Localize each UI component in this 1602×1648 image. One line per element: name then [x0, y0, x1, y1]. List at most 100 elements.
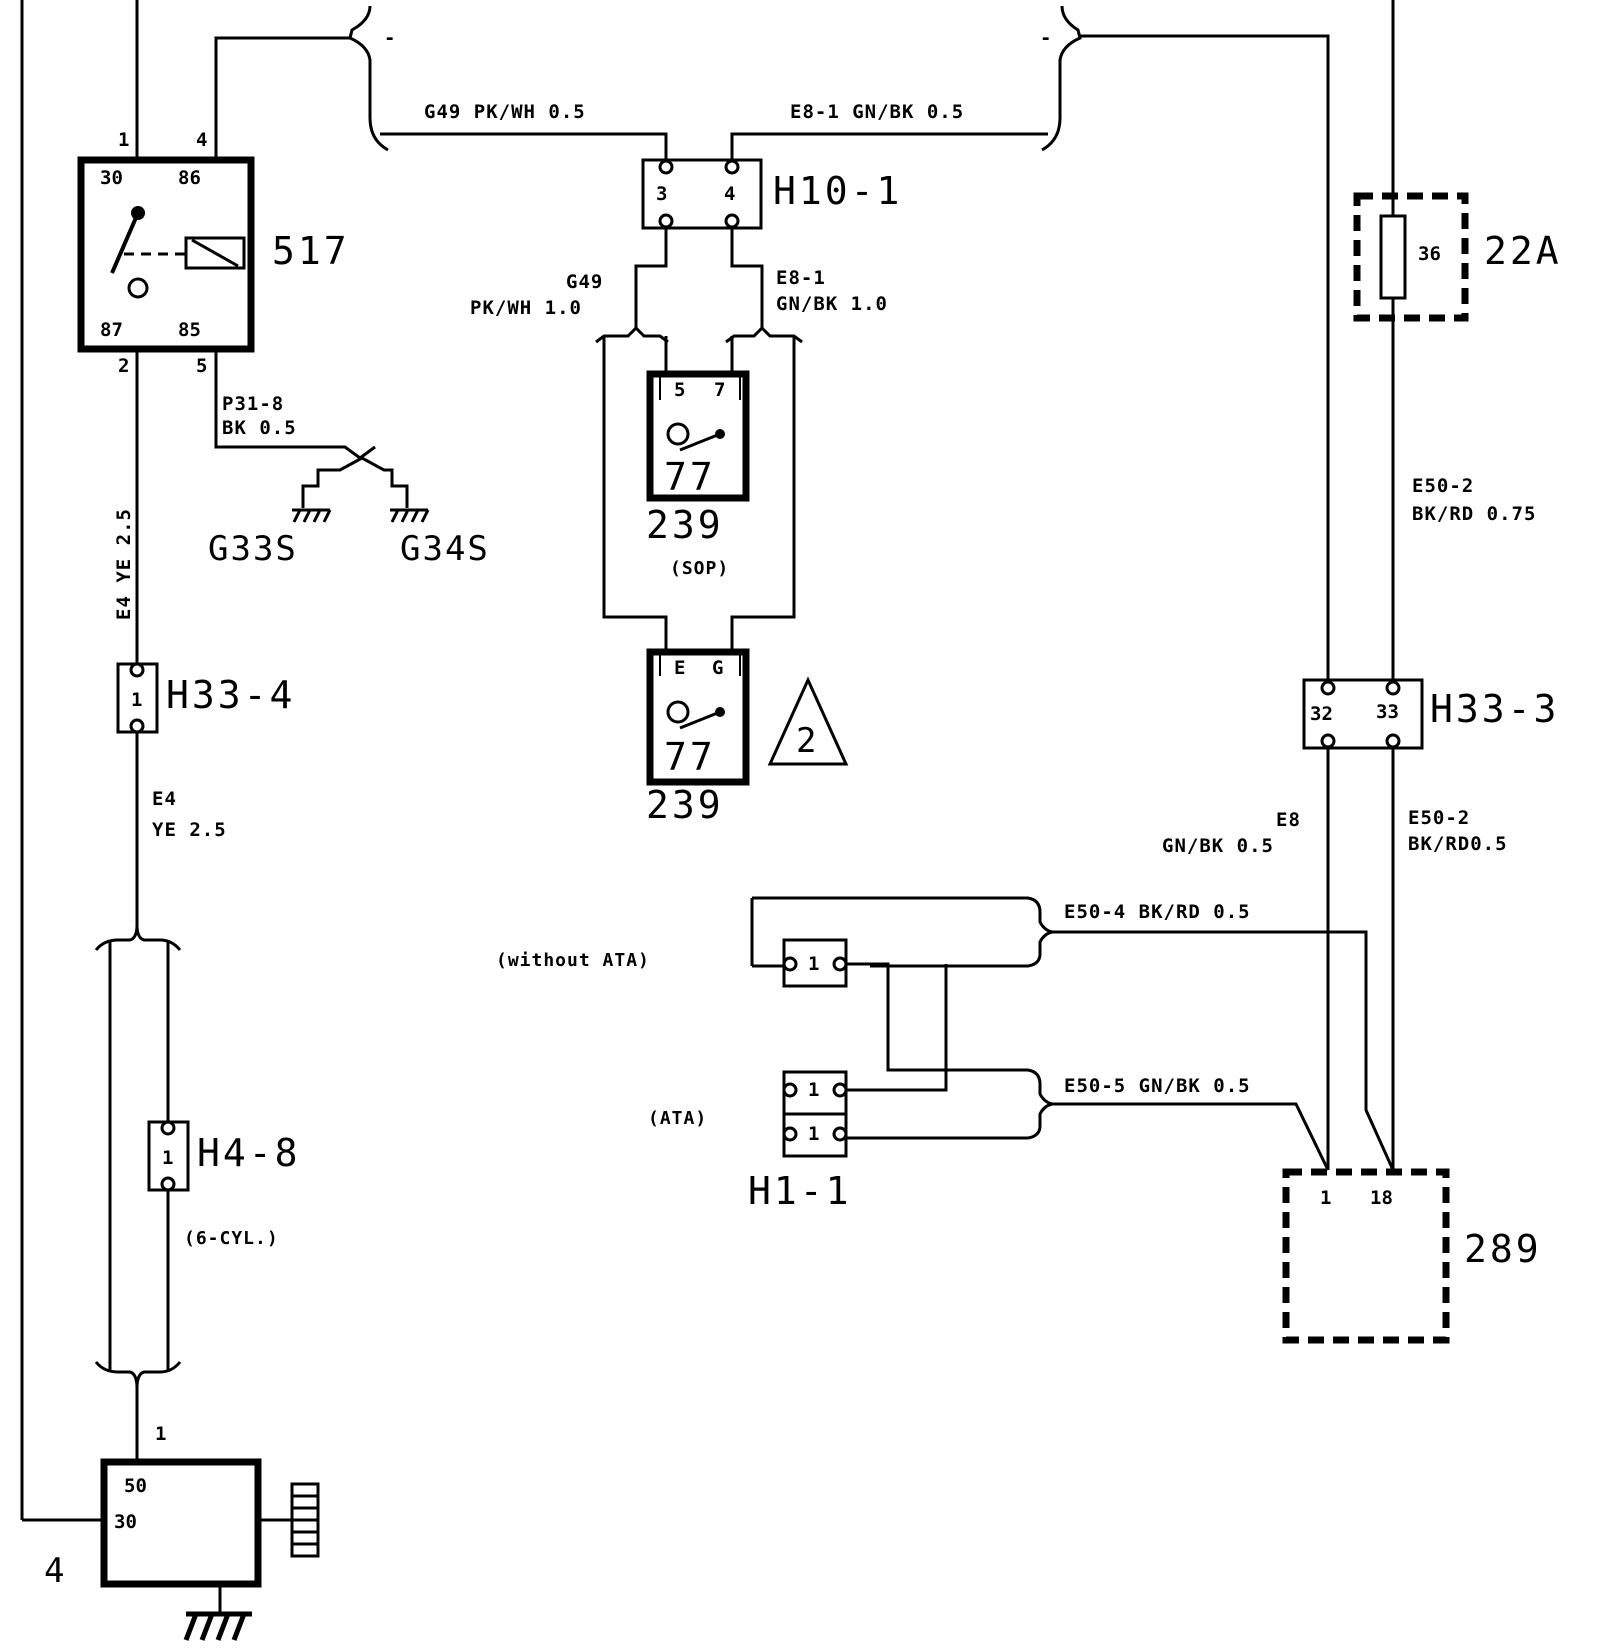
- relay-517-conn-1: 1: [118, 129, 129, 151]
- starter-4-box: [100, 1458, 262, 1588]
- switch-239-sop-inner: 77: [664, 455, 716, 499]
- relay-517-pin-30: 30: [100, 167, 123, 189]
- wire-g49-top: [380, 132, 668, 164]
- connector-without-ata-pin-right: [832, 956, 848, 972]
- warning-triangle-icon: [767, 676, 849, 766]
- ground-g33s-label: G33S: [208, 529, 298, 569]
- connector-h10-1-pin-3-top: [658, 159, 674, 175]
- starter-4-ground-hatch: [183, 1613, 247, 1641]
- relay-517-contact-dot: [131, 206, 145, 220]
- connector-h1-1-pin-lower-right: [832, 1126, 848, 1142]
- switch-239-eg-pivot: [715, 707, 725, 717]
- switch-239-eg-contact: [666, 700, 690, 724]
- relay-517-label: 517: [272, 229, 350, 273]
- fuse-box-22a: [1353, 192, 1469, 322]
- wire-e8-1-top-label: E8-1 GN/BK 0.5: [790, 101, 964, 123]
- module-289-pin-1: 1: [1320, 1187, 1331, 1209]
- wire-e50-2-top-code: E50-2: [1412, 475, 1474, 497]
- connector-h1-1-pin-upper: 1: [808, 1079, 819, 1101]
- fuse-22a-label: 22A: [1484, 229, 1562, 273]
- module-289-pin-18: 18: [1370, 1187, 1393, 1209]
- module-289-label: 289: [1464, 1227, 1542, 1271]
- wire-e4-vertical-label: E4 YE 2.5: [113, 508, 135, 620]
- warning-triangle-number: 2: [796, 721, 818, 761]
- connector-h33-4-pin-top: [129, 662, 145, 678]
- switch-239-sop-box: [646, 370, 750, 502]
- connector-h1-1-ata-note: (ATA): [648, 1108, 707, 1129]
- bracket-e50-4: [752, 896, 1053, 968]
- wire-p31-8-code: P31-8: [222, 393, 284, 415]
- wire-without-ata-cross: [844, 964, 948, 1092]
- switch-239-sop-arm: [679, 432, 721, 452]
- wire-e8-spec: GN/BK 0.5: [1162, 835, 1274, 857]
- connector-h33-4-label: H33-4: [166, 673, 295, 717]
- wire-p31-8-spec: BK 0.5: [222, 417, 297, 439]
- relay-517-pin-85: 85: [178, 319, 201, 341]
- wire-e8-1-top: [730, 132, 1048, 164]
- switch-239-eg-box: [646, 648, 750, 786]
- connector-h33-3: [1302, 678, 1424, 750]
- connector-h33-3-pin-32-top: [1320, 680, 1336, 696]
- relay-517-coil: [184, 236, 246, 270]
- wire-p31-8: [214, 349, 376, 460]
- bus-bracket-right-marker: -: [1040, 27, 1052, 49]
- ground-g34s-label: G34S: [400, 529, 490, 569]
- module-289-box: [1282, 1168, 1450, 1344]
- wire-e8-code: E8: [1276, 809, 1301, 831]
- starter-4-pinion-teeth: [292, 1494, 318, 1546]
- relay-517-conn-5: 5: [196, 355, 207, 377]
- connector-h1-1-label: H1-1: [748, 1169, 852, 1213]
- bus-bracket-left: [348, 5, 389, 152]
- variant-loop-right: [730, 336, 796, 652]
- switch-239-eg-pin-e: E: [674, 657, 685, 679]
- bus-bracket-right: [1041, 5, 1082, 152]
- connector-h4-8-note: (6-CYL.): [184, 1228, 279, 1249]
- connector-without-ata-note: (without ATA): [496, 950, 650, 971]
- wire-g49-mid-spec: PK/WH 1.0: [470, 297, 582, 319]
- wire-g49-mid-code: G49: [566, 271, 603, 293]
- bracket-e50-5: [844, 1068, 1053, 1140]
- wire-e50-2-bottom-code: E50-2: [1408, 807, 1470, 829]
- relay-517-pin-86: 86: [178, 167, 201, 189]
- wire-e50-5: [1052, 1102, 1330, 1171]
- wire-ground-split-right: [361, 456, 409, 508]
- wire-e4-spec: YE 2.5: [152, 819, 227, 841]
- connector-h33-3-pin-b: 33: [1376, 701, 1399, 723]
- relay-517-coil-slash: [191, 238, 239, 268]
- connector-h4-8-pin-number: 1: [162, 1147, 173, 1169]
- connector-h10-1-label: H10-1: [773, 169, 902, 213]
- wire-e50-4-label: E50-4 BK/RD 0.5: [1064, 901, 1251, 923]
- switch-239-sop-label: 239: [646, 503, 724, 547]
- ground-g34s-hatch: [390, 509, 430, 523]
- connector-h10-1-pin-b: 4: [724, 183, 735, 205]
- starter-4-label: 4: [44, 1551, 66, 1591]
- relay-517-conn-4: 4: [196, 129, 207, 151]
- connector-h1-1-pin-upper-right: [832, 1082, 848, 1098]
- wire-ground-split-left: [301, 456, 363, 508]
- switch-239-sop-pin-7: 7: [714, 379, 725, 401]
- connector-h10-1-pin-a: 3: [656, 183, 667, 205]
- connector-h33-3-label: H33-3: [1430, 687, 1559, 731]
- switch-239-sop-note: (SOP): [670, 558, 729, 579]
- wire-bus-right-feed: [1080, 34, 1330, 686]
- switch-239-eg-label: 239: [646, 783, 724, 827]
- bus-bracket-left-marker: -: [384, 27, 396, 49]
- connector-h33-4-pin-number: 1: [131, 689, 142, 711]
- starter-4-conn-1: 1: [155, 1423, 166, 1445]
- wire-e50-5-label: E50-5 GN/BK 0.5: [1064, 1075, 1251, 1097]
- wire-e4-code: E4: [152, 788, 177, 810]
- connector-h33-3-pin-32-bottom: [1320, 733, 1336, 749]
- fuse-22a-element: [1379, 214, 1407, 300]
- connector-h4-8-pin-bottom: [160, 1176, 176, 1192]
- switch-239-sop-pin-5: 5: [674, 379, 685, 401]
- relay-517-conn-2: 2: [118, 355, 129, 377]
- wire-relay-pin4: [214, 36, 350, 160]
- switch-239-eg-arm: [679, 710, 721, 730]
- ground-g33s-hatch: [292, 509, 332, 523]
- relay-517-contact-open: [127, 277, 149, 299]
- wire-e50-4: [1052, 930, 1395, 1171]
- connector-without-ata-pin-left: [782, 956, 798, 972]
- relay-517-switch-arm: [110, 212, 140, 274]
- wire-e50-2-top-spec: BK/RD 0.75: [1412, 503, 1536, 525]
